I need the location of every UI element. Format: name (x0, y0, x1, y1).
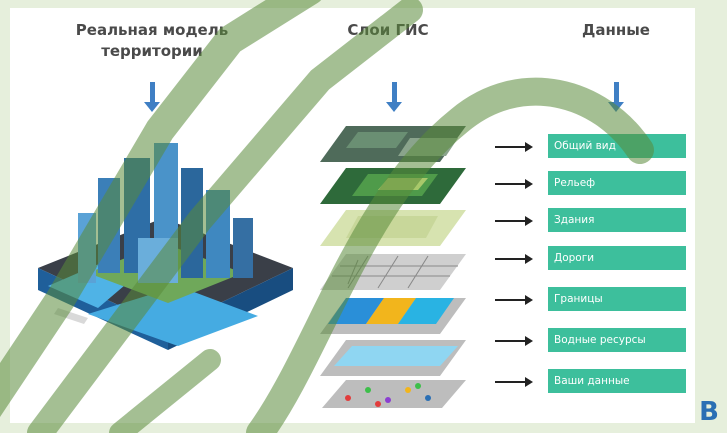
right-arrow-icon (495, 254, 533, 264)
data-box-water: Водные ресурсы (548, 328, 686, 352)
boundaries-layer-icon (320, 298, 466, 334)
figure-letter: В (699, 397, 719, 427)
down-arrow-icon (386, 82, 402, 112)
water-layer-icon (320, 340, 466, 376)
tower (206, 190, 230, 278)
data-box-buildings: Здания (548, 208, 686, 232)
city-model-illustration (38, 143, 293, 350)
points-layer-icon (322, 380, 466, 408)
building (138, 238, 178, 283)
heading-real-model-line-1: Реальная модель (75, 21, 229, 39)
relief-layer-icon (320, 168, 466, 204)
down-arrow-icon (608, 82, 624, 112)
right-arrow-icon (495, 377, 533, 387)
heading-real-model-line-2: территории (101, 42, 203, 60)
buildings-layer-icon (320, 210, 466, 246)
right-arrow-icon (495, 179, 533, 189)
right-arrow-icon (495, 142, 533, 152)
right-arrow-icon (495, 295, 533, 305)
tower (98, 178, 120, 273)
tower (78, 213, 96, 283)
tower (233, 218, 253, 278)
heading-data: Данные (582, 21, 650, 39)
down-arrow-icon (144, 82, 160, 112)
heading-real-model: Реальная модель территории (52, 20, 252, 62)
data-box-boundaries: Границы (548, 287, 686, 311)
gis-layers-stack (320, 126, 466, 408)
roads-grid-layer-icon (320, 254, 466, 290)
tower (181, 168, 203, 278)
heading-gis-layers: Слои ГИС (347, 21, 429, 39)
right-arrow-icon (495, 336, 533, 346)
aerial-photo-layer-icon (320, 126, 466, 162)
data-box-overview: Общий вид (548, 134, 686, 158)
data-box-roads: Дороги (548, 246, 686, 270)
right-arrow-icon (495, 216, 533, 226)
data-box-your-data: Ваши данные (548, 369, 686, 393)
data-box-relief: Рельеф (548, 171, 686, 195)
